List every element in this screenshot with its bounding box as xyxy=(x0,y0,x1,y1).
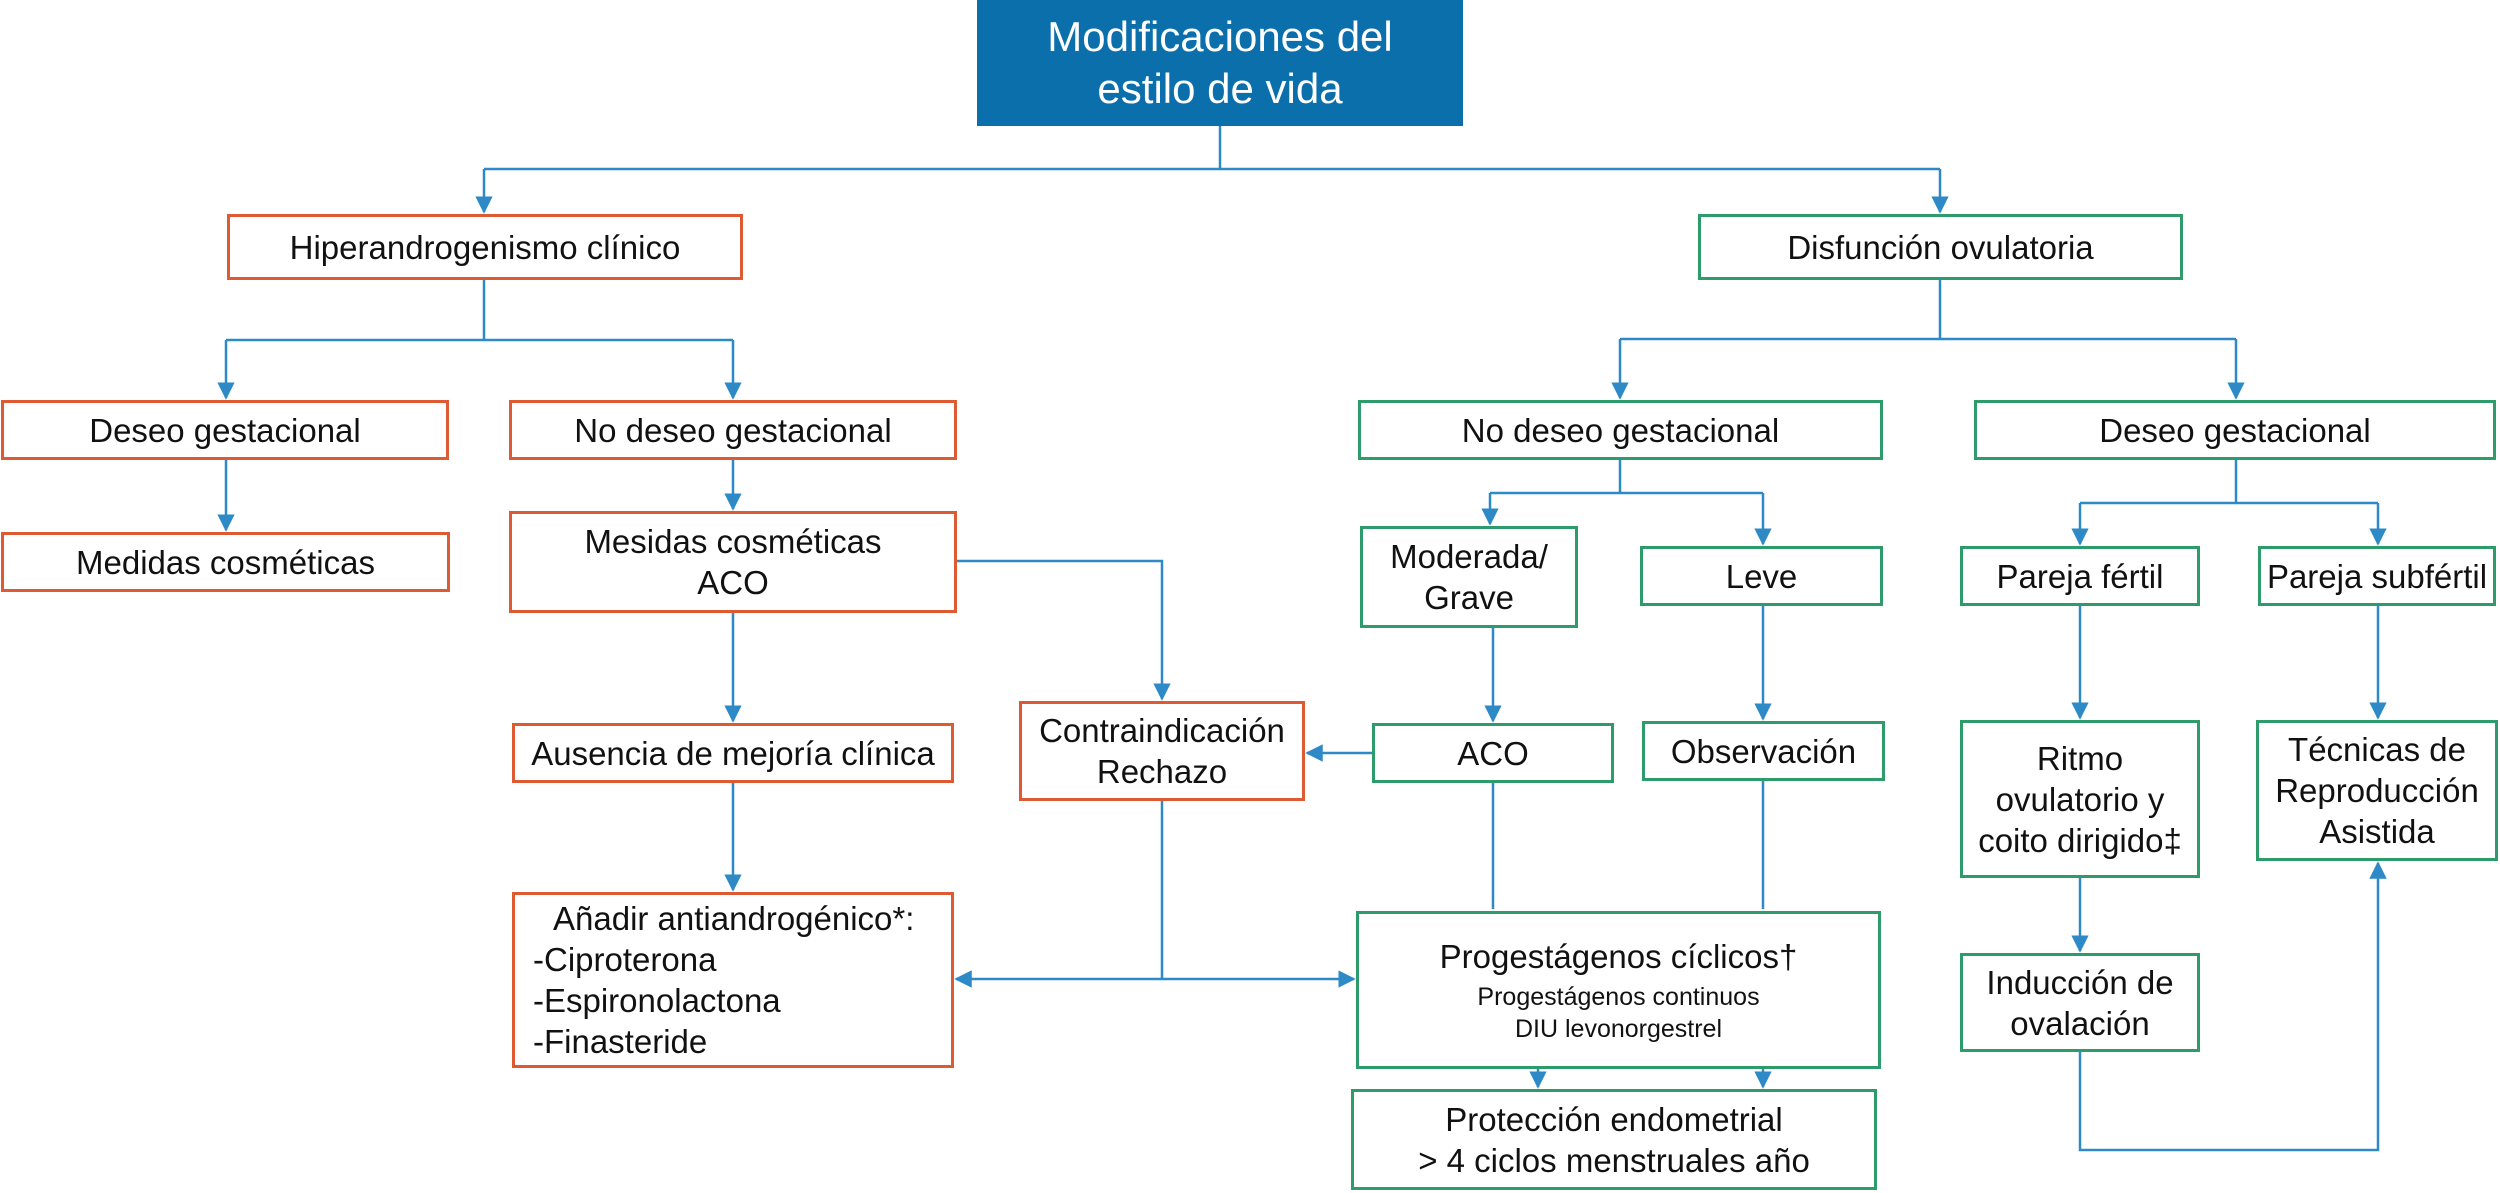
right-no-deseo-split-connector xyxy=(1490,460,1763,495)
root-box: Modificaciones del estilo de vida xyxy=(977,0,1463,126)
medidas-cosmeticas-label: Medidas cosméticas xyxy=(76,543,375,581)
ritmo-ovulatorio-box: Ritmo ovulatorio y coito dirigido‡ xyxy=(1960,720,2200,878)
moderada-grave-box: Moderada/ Grave xyxy=(1360,526,1578,628)
pareja-fertil-label: Pareja fértil xyxy=(1996,557,2164,595)
ritmo-ovulatorio-line-1: Ritmo xyxy=(2036,739,2124,777)
progestagenos-box: Progestágenos cíclicos† Progestágenos co… xyxy=(1356,911,1881,1069)
left-deseo-gestacional-label: Deseo gestacional xyxy=(89,411,361,449)
right-no-deseo-gestacional-box: No deseo gestacional xyxy=(1358,400,1883,460)
left-no-deseo-gestacional-label: No deseo gestacional xyxy=(574,411,892,449)
root-line-1: Modificaciones del xyxy=(1047,13,1393,60)
ausencia-mejoria-box: Ausencia de mejoría clínica xyxy=(512,723,954,783)
tecnicas-reproduccion-line-3: Asistida xyxy=(2319,813,2435,850)
right-deseo-gestacional-box: Deseo gestacional xyxy=(1974,400,2496,460)
espironolactona-item: -Espironolactona xyxy=(533,982,781,1019)
ritmo-ovulatorio-line-3: coito dirigido‡ xyxy=(1978,821,2182,859)
ritmo-ovulatorio-line-2: ovulatorio y xyxy=(1995,780,2165,818)
disfuncion-ovulatoria-label: Disfunción ovulatoria xyxy=(1787,228,2094,266)
hiperandrogenismo-label: Hiperandrogenismo clínico xyxy=(289,228,681,266)
pareja-subfertil-label: Pareja subfértil xyxy=(2266,557,2488,595)
medidas-cosmeticas-box: Medidas cosméticas xyxy=(1,532,450,592)
tecnicas-reproduccion-line-1: Técnicas de xyxy=(2288,731,2466,768)
finasteride-item: -Finasteride xyxy=(533,1023,708,1060)
leve-label: Leve xyxy=(1725,557,1798,595)
hiperandrogenismo-box: Hiperandrogenismo clínico xyxy=(227,214,743,280)
moderada-grave-line-2: Grave xyxy=(1424,579,1514,616)
right-deseo-split-connector xyxy=(2080,460,2378,505)
contraindicacion-line-2: Rechazo xyxy=(1096,753,1228,790)
mesidas-aco-line-1: Mesidas cosméticas xyxy=(584,523,882,560)
leve-box: Leve xyxy=(1640,546,1883,606)
anadir-antiandrogenico-box: Añadir antiandrogénico*: -Ciproterona -E… xyxy=(512,892,954,1068)
proteccion-endometrial-box: Protección endometrial > 4 ciclos menstr… xyxy=(1351,1089,1877,1190)
right-deseo-gestacional-label: Deseo gestacional xyxy=(2099,411,2371,449)
disfuncion-ovulatoria-box: Disfunción ovulatoria xyxy=(1698,214,2183,280)
pareja-subfertil-box: Pareja subfértil xyxy=(2258,546,2496,606)
observacion-box: Observación xyxy=(1642,721,1885,781)
root-to-branches-connector xyxy=(484,126,1940,171)
left-no-deseo-gestacional-box: No deseo gestacional xyxy=(509,400,957,460)
induccion-ovalacion-line-1: Inducción de xyxy=(1986,963,2174,1001)
proteccion-endometrial-line-1: Protección endometrial xyxy=(1445,1100,1783,1138)
diu-levonorgestrel-label: DIU levonorgestrel xyxy=(1514,1014,1723,1043)
moderada-grave-line-1: Moderada/ xyxy=(1390,538,1548,575)
progestagenos-ciclicos-label: Progestágenos cíclicos† xyxy=(1439,937,1798,975)
progestagenos-continuos-label: Progestágenos continuos xyxy=(1477,982,1760,1011)
root-line-2: estilo de vida xyxy=(1097,65,1343,112)
ausencia-mejoria-label: Ausencia de mejoría clínica xyxy=(531,734,935,772)
left-deseo-gestacional-box: Deseo gestacional xyxy=(1,400,449,460)
induccion-to-tecnicas-connector xyxy=(2078,861,2387,1152)
induccion-ovalacion-box: Inducción de ovalación xyxy=(1960,953,2200,1052)
mesidas-aco-line-2: ACO xyxy=(697,564,769,601)
pareja-fertil-box: Pareja fértil xyxy=(1960,546,2200,606)
observacion-label: Observación xyxy=(1670,732,1857,770)
mesidas-aco-box: Mesidas cosméticas ACO xyxy=(509,511,957,613)
contraindicacion-box: Contraindicación Rechazo xyxy=(1019,701,1305,801)
tecnicas-reproduccion-line-2: Reproducción xyxy=(2275,772,2479,809)
aco-box: ACO xyxy=(1372,723,1614,783)
right-no-deseo-gestacional-label: No deseo gestacional xyxy=(1461,411,1780,449)
hiperandrogenismo-split-connector xyxy=(226,280,733,342)
ciproterona-item: -Ciproterona xyxy=(533,941,717,978)
tecnicas-reproduccion-box: Técnicas de Reproducción Asistida xyxy=(2256,720,2498,861)
mesidas-to-contraindicacion-connector xyxy=(957,559,1171,701)
induccion-ovalacion-line-2: ovalación xyxy=(2010,1004,2150,1042)
aco-label: ACO xyxy=(1457,734,1529,772)
anadir-antiandrogenico-heading: Añadir antiandrogénico*: xyxy=(553,900,915,937)
proteccion-endometrial-line-2: > 4 ciclos menstruales año xyxy=(1418,1141,1810,1179)
disfuncion-split-connector xyxy=(1620,280,2236,341)
contraindicacion-line-1: Contraindicación xyxy=(1039,712,1285,749)
